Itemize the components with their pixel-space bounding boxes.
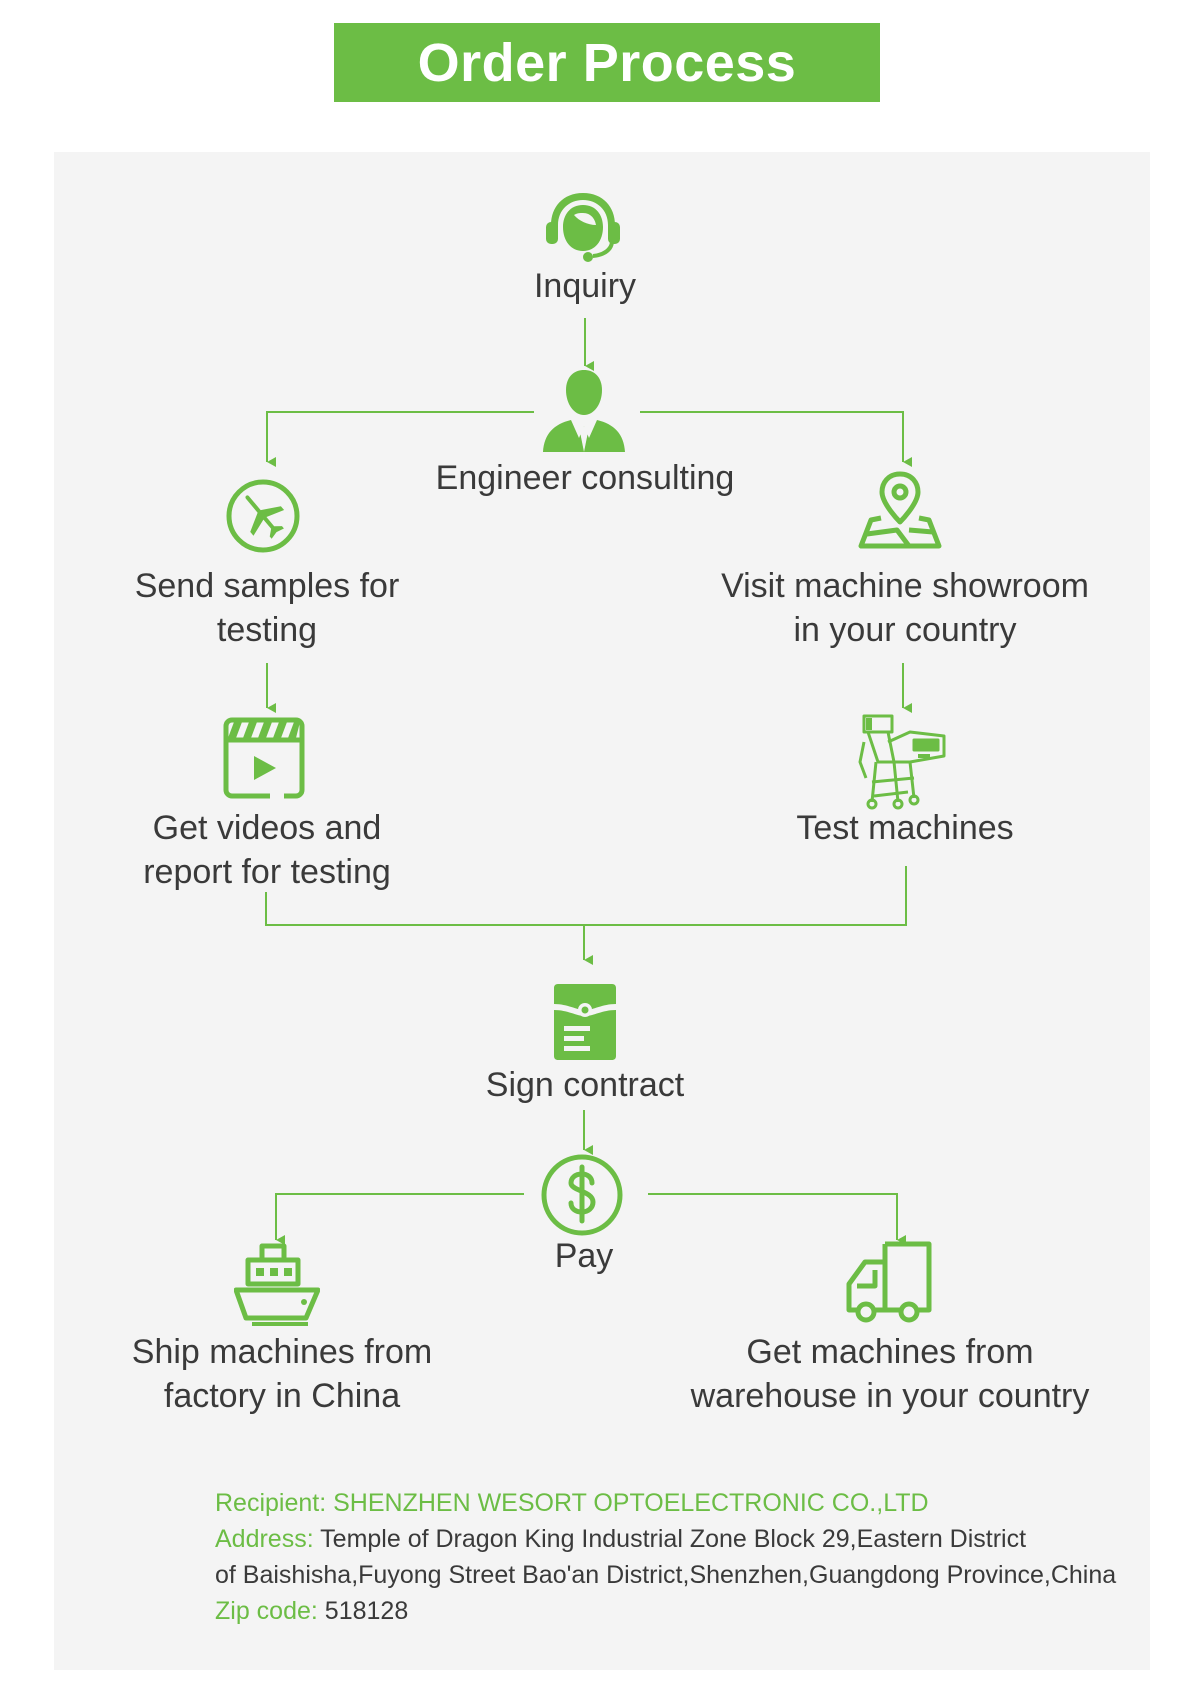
step-engineer-consulting: Engineer consulting [435, 459, 735, 497]
airplane-icon [226, 479, 300, 553]
address-row: Address: Temple of Dragon King Industria… [215, 1521, 1135, 1557]
step-ship-machines-line2: factory in China [163, 1377, 401, 1415]
step-send-samples: Send samples for testing [107, 564, 427, 652]
step-ship-machines-line1: Ship machines from [131, 1333, 433, 1371]
contract-icon [554, 984, 616, 1060]
step-pay: Pay [554, 1237, 614, 1275]
step-visit-showroom-line1: Visit machine showroom [721, 567, 1089, 605]
ship-icon [234, 1243, 320, 1326]
recipient-value: SHENZHEN WESORT OPTOELECTRONIC CO.,LTD [333, 1489, 929, 1517]
video-icon [223, 717, 305, 800]
step-inquiry: Inquiry [533, 267, 637, 305]
step-get-machines: Get machines from warehouse in your coun… [670, 1330, 1110, 1418]
arrow-pay-ship [275, 1193, 524, 1245]
engineer-icon [543, 370, 625, 452]
company-info: Recipient: SHENZHEN WESORT OPTOELECTRONI… [215, 1485, 1135, 1629]
arrow-pay-warehouse [648, 1193, 906, 1245]
dollar-icon [541, 1154, 623, 1236]
arrow-engineer-showroom [640, 411, 912, 467]
zip-row: Zip code: 518128 [215, 1593, 1135, 1629]
map-pin-icon [858, 471, 942, 549]
step-visit-showroom: Visit machine showroom in your country [700, 564, 1110, 652]
flow-panel [54, 152, 1150, 1670]
step-send-samples-line2: testing [216, 611, 318, 649]
truck-icon [846, 1241, 932, 1323]
step-get-machines-line1: Get machines from [746, 1333, 1034, 1371]
step-get-machines-line2: warehouse in your country [690, 1377, 1090, 1415]
headset-icon [546, 193, 620, 262]
step-get-videos-line2: report for testing [143, 853, 391, 891]
step-visit-showroom-line2: in your country [793, 611, 1017, 649]
title-banner: Order Process [334, 23, 880, 102]
recipient-row: Recipient: SHENZHEN WESORT OPTOELECTRONI… [215, 1485, 1135, 1521]
address-line1: Temple of Dragon King Industrial Zone Bl… [320, 1525, 1027, 1553]
merge-line [265, 866, 907, 926]
zip-value: 518128 [324, 1597, 409, 1625]
arrow-engineer-samples [266, 411, 534, 467]
zip-label: Zip code: [215, 1597, 318, 1625]
sorting-machine-icon [858, 714, 946, 810]
address-label: Address: [215, 1525, 314, 1553]
recipient-label: Recipient: [215, 1489, 327, 1517]
step-get-videos-line1: Get videos and [152, 809, 382, 847]
address-line2: of Baishisha,Fuyong Street Bao'an Distri… [215, 1561, 1117, 1589]
page-title: Order Process [417, 32, 797, 93]
step-test-machines: Test machines [796, 809, 1014, 847]
step-get-videos: Get videos and report for testing [107, 806, 427, 894]
step-send-samples-line1: Send samples for [134, 567, 400, 605]
step-ship-machines: Ship machines from factory in China [107, 1330, 457, 1418]
step-sign-contract: Sign contract [485, 1066, 685, 1104]
